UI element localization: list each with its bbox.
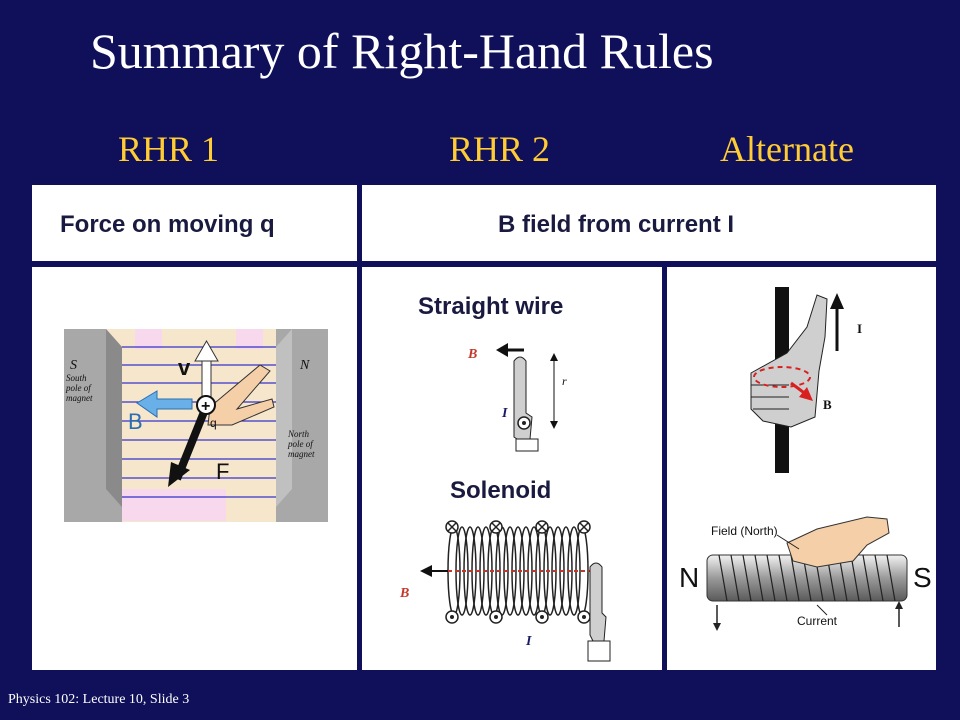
alt-n-label: N — [679, 562, 699, 593]
subtitle-solenoid: Solenoid — [450, 477, 552, 504]
svg-text:+: + — [201, 398, 210, 415]
panel-rhr2: Straight wire B I r Solenoid — [362, 267, 662, 670]
alt-wire-diagram: I B — [750, 287, 862, 473]
alt-solenoid-diagram: Field (North) Current N S — [679, 516, 932, 631]
wire-b-label: B — [467, 347, 477, 362]
alt-b-label: B — [823, 397, 832, 412]
south-s-label: S — [70, 358, 77, 373]
q-label: q — [210, 416, 217, 430]
slide-title: Summary of Right-Hand Rules — [90, 23, 714, 79]
solenoid-diagram: B I — [399, 520, 611, 662]
alt-s-label: S — [913, 562, 932, 593]
header-bfield: B field from current I — [498, 211, 735, 238]
wire-r-label: r — [562, 374, 567, 388]
column-heading-alternate: Alternate — [720, 129, 854, 169]
header-panel-force: Force on moving q — [32, 185, 357, 261]
alt-i-label: I — [857, 321, 862, 336]
subtitle-straight-wire: Straight wire — [418, 293, 564, 320]
column-heading-rhr1: RHR 1 — [118, 129, 220, 169]
header-force: Force on moving q — [60, 211, 275, 238]
header-panel-bfield: B field from current I — [362, 185, 936, 261]
slide-footer: Physics 102: Lecture 10, Slide 3 — [8, 692, 190, 707]
field-north-label: Field (North) — [711, 524, 778, 538]
solenoid-b-label: B — [399, 586, 409, 601]
current-label: Current — [797, 614, 838, 628]
column-heading-rhr2: RHR 2 — [449, 129, 551, 169]
b-label: B — [128, 409, 143, 434]
solenoid-i-label: I — [525, 634, 532, 649]
f-label: F — [216, 459, 229, 484]
straight-wire-diagram: B I r — [467, 343, 567, 452]
v-label: v — [178, 355, 191, 380]
wire-i-label: I — [501, 406, 508, 421]
north-n-label: N — [299, 358, 310, 373]
panel-alternate: I B Field (North) Current N S — [667, 267, 936, 670]
